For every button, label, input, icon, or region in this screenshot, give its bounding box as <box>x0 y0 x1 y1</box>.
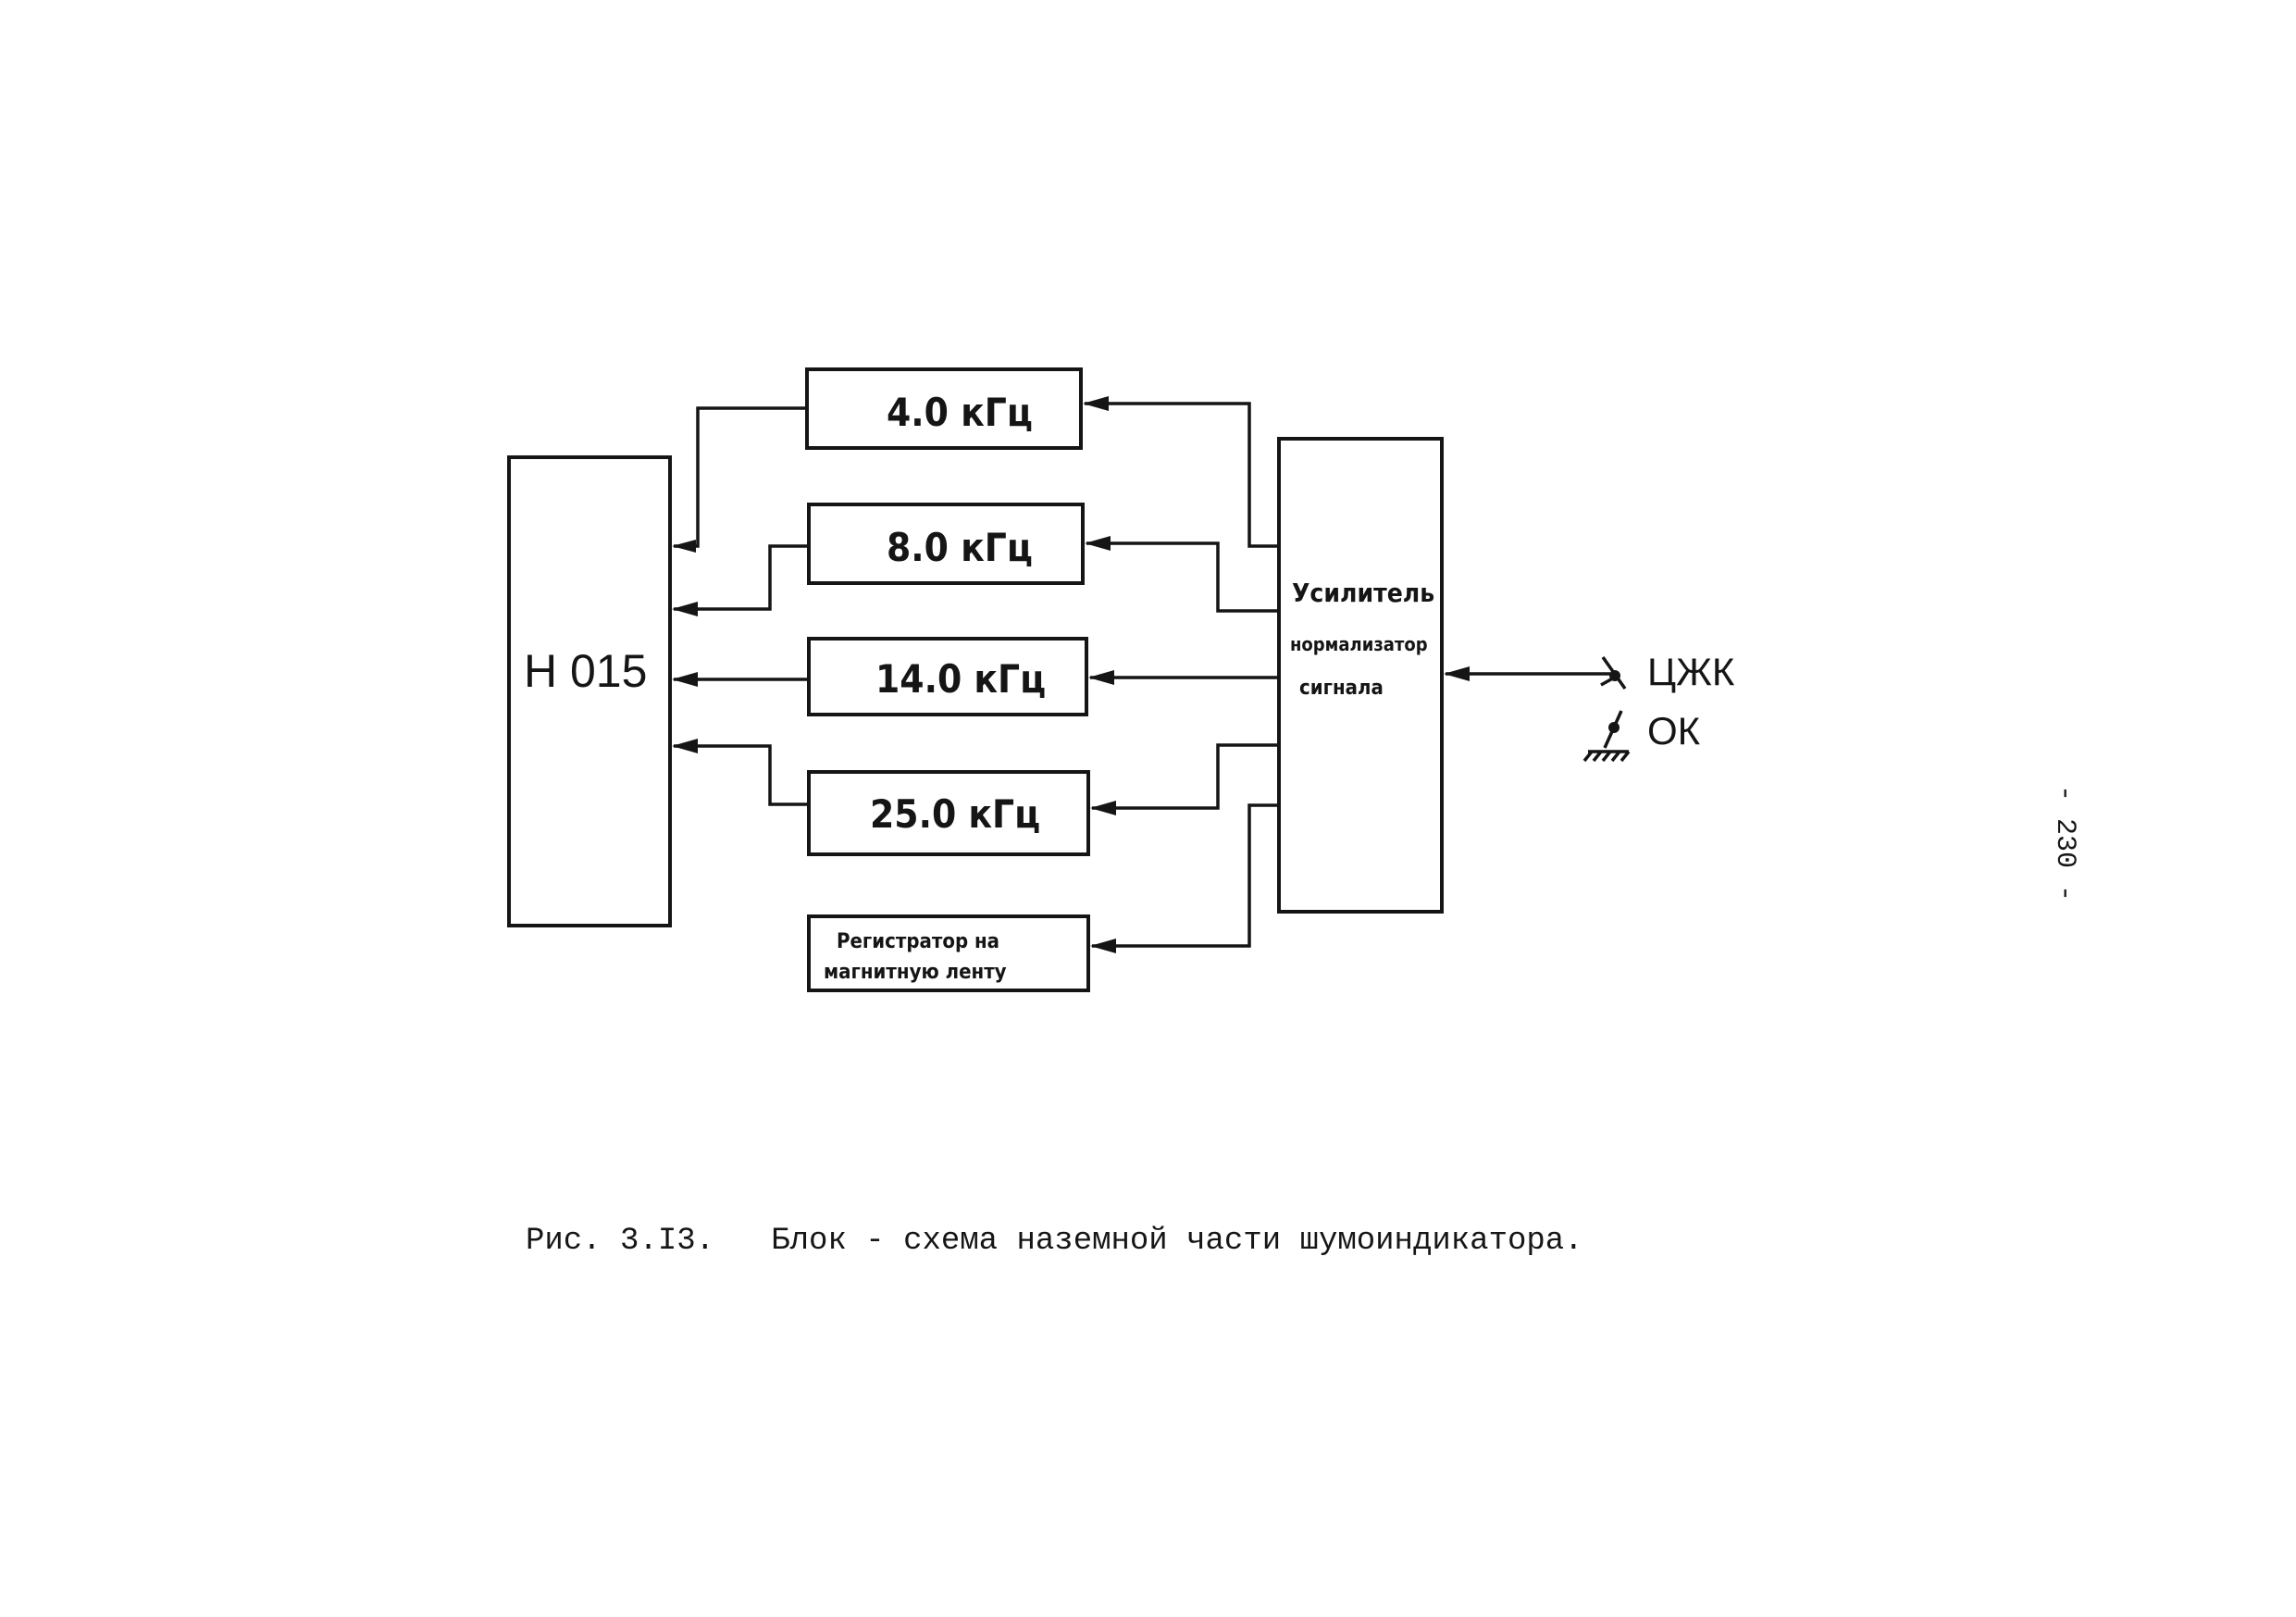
figure-caption: Рис. 3.I3. Блок - схема наземной части ш… <box>526 1224 1583 1259</box>
arrowhead-14khz-in <box>1088 670 1114 685</box>
arrowhead-h015-from-8khz <box>672 602 698 616</box>
amplifier-normalizer-block <box>1277 437 1444 914</box>
wire-amp-to-8khz <box>1086 541 1279 613</box>
filter-4khz-block <box>805 367 1083 450</box>
filter-8khz-block <box>807 503 1085 585</box>
amplifier-label-3: сигнала <box>1299 677 1384 700</box>
arrowhead-4khz-in <box>1083 396 1109 411</box>
tape-recorder-label-2: магнитную ленту <box>824 961 1007 984</box>
cable-core-terminal-label: ЦЖК <box>1647 650 1735 693</box>
filter-14khz-label: 14.0 кГц <box>875 656 1046 702</box>
page-number: - 230 - <box>2049 785 2080 902</box>
block-h015 <box>507 455 672 927</box>
filter-14khz-block <box>807 637 1088 716</box>
wire-amp-to-4khz <box>1085 402 1279 548</box>
amplifier-label-2: нормализатор <box>1290 633 1428 655</box>
wire-amp-to-25khz <box>1092 743 1279 810</box>
tape-recorder-block <box>807 914 1090 992</box>
wire-25khz-to-h015 <box>674 744 809 806</box>
arrowhead-h015-from-14khz <box>672 672 698 687</box>
arrowhead-h015-from-25khz <box>672 739 698 753</box>
arrowhead-8khz-in <box>1085 536 1111 551</box>
arrowhead-h015-from-4khz <box>672 540 696 553</box>
arrowhead-amp-input <box>1444 666 1470 681</box>
tape-recorder-label-1: Регистратор на <box>837 930 999 953</box>
block-h015-label: Н 015 <box>524 645 647 697</box>
wire-4khz-to-h015 <box>674 406 807 548</box>
cable-core-terminal-icon <box>1600 655 1627 690</box>
wire-amp-to-tape <box>1092 803 1279 948</box>
filter-25khz-block <box>807 770 1090 856</box>
filter-4khz-label: 4.0 кГц <box>887 390 1033 435</box>
ground-terminal-label: ОК <box>1647 709 1701 753</box>
wire-8khz-to-h015 <box>674 544 809 611</box>
amplifier-label-1: Усилитель <box>1292 578 1434 608</box>
ground-terminal-icon <box>1582 710 1631 763</box>
arrowhead-tape-in <box>1090 939 1116 953</box>
filter-25khz-label: 25.0 кГц <box>870 791 1040 837</box>
filter-8khz-label: 8.0 кГц <box>887 525 1033 570</box>
arrowhead-25khz-in <box>1090 801 1116 815</box>
